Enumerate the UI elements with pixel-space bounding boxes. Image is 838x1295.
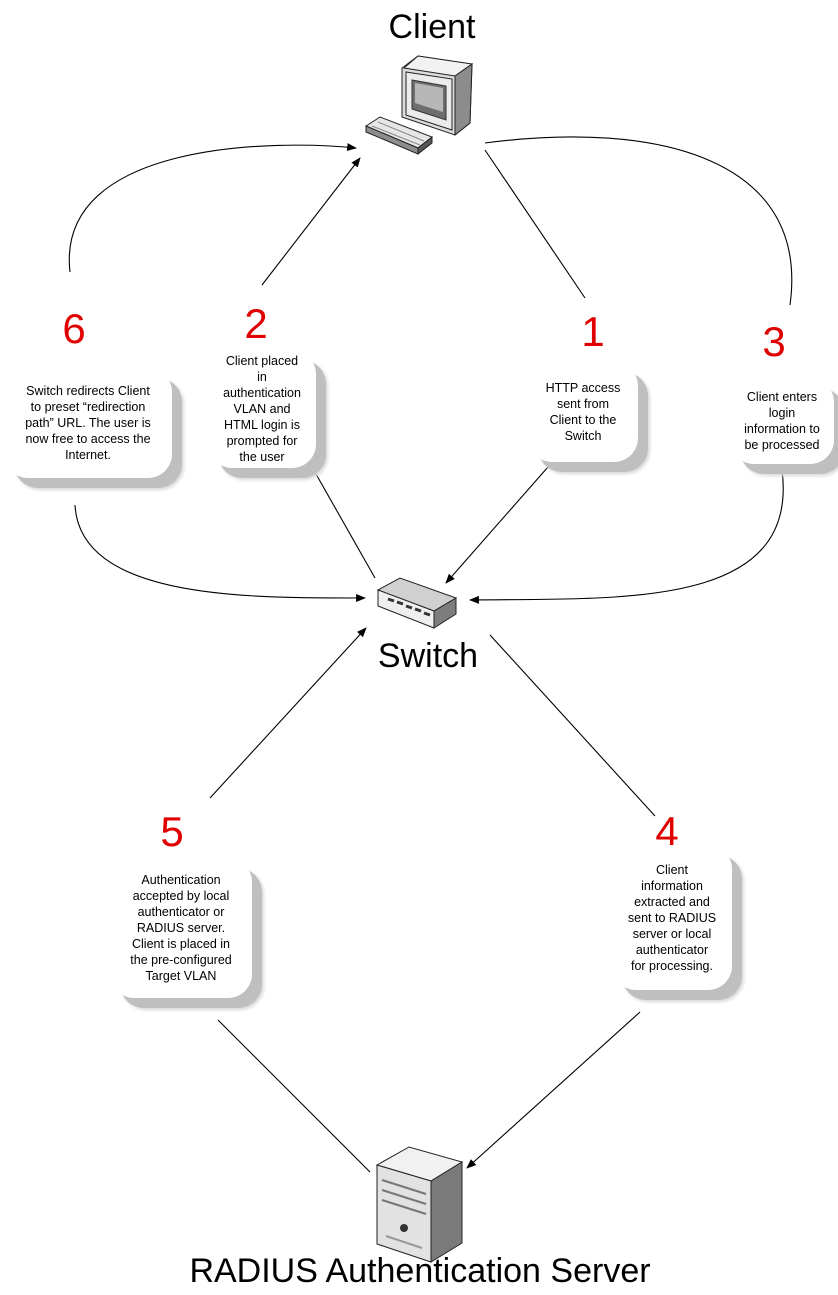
step-5-number: 5 bbox=[160, 808, 184, 855]
switch-label: Switch bbox=[377, 637, 479, 675]
step-3-number: 3 bbox=[762, 318, 786, 365]
connector-6-to-switch bbox=[74, 504, 366, 602]
server-tower-icon bbox=[375, 1146, 464, 1263]
connector-client-to-3 bbox=[484, 136, 793, 306]
server-label: RADIUS Authentication Server bbox=[189, 1252, 651, 1290]
step-6-number: 6 bbox=[62, 305, 86, 352]
step-4-number: 4 bbox=[655, 808, 679, 855]
step-2-number: 2 bbox=[244, 300, 268, 347]
step-5-box: Authentication accepted by local authent… bbox=[110, 858, 252, 998]
connector-server-to-5 bbox=[217, 1019, 371, 1173]
connector-client-to-1 bbox=[484, 149, 586, 299]
client-label: Client bbox=[388, 8, 476, 46]
step-3-box: Client enters login information to be pr… bbox=[730, 378, 834, 464]
connector-2-to-client bbox=[261, 157, 361, 286]
step-4-text: Client information extracted and sent to… bbox=[627, 862, 717, 973]
step-1-box: HTTP access sent from Client to the Swit… bbox=[528, 362, 638, 462]
connector-6-to-client bbox=[68, 143, 357, 273]
connector-4-to-server bbox=[466, 1011, 641, 1169]
client-computer-icon bbox=[364, 55, 474, 156]
connector-1-to-switch bbox=[445, 466, 549, 584]
step-5-text: Authentication accepted by local authent… bbox=[130, 873, 232, 983]
step-3-text: Client enters login information to be pr… bbox=[744, 390, 820, 452]
step-4-box: Client information extracted and sent to… bbox=[612, 845, 732, 990]
step-1-text: HTTP access sent from Client to the Swit… bbox=[545, 381, 621, 443]
step-6-box: Switch redirects Client to preset “redir… bbox=[4, 368, 172, 478]
step-2-box: Client placed in authentication VLAN and… bbox=[208, 350, 316, 468]
step-1-number: 1 bbox=[581, 308, 605, 355]
step-6-text: Switch redirects Client to preset “redir… bbox=[25, 384, 151, 462]
connector-switch-to-4 bbox=[489, 634, 656, 817]
switch-device-icon bbox=[376, 577, 458, 629]
connector-2-to-switch bbox=[311, 466, 376, 579]
connector-5-to-switch bbox=[209, 627, 367, 799]
step-2-text: Client placed in authentication VLAN and… bbox=[223, 354, 301, 464]
connector-3-to-switch bbox=[469, 469, 784, 604]
